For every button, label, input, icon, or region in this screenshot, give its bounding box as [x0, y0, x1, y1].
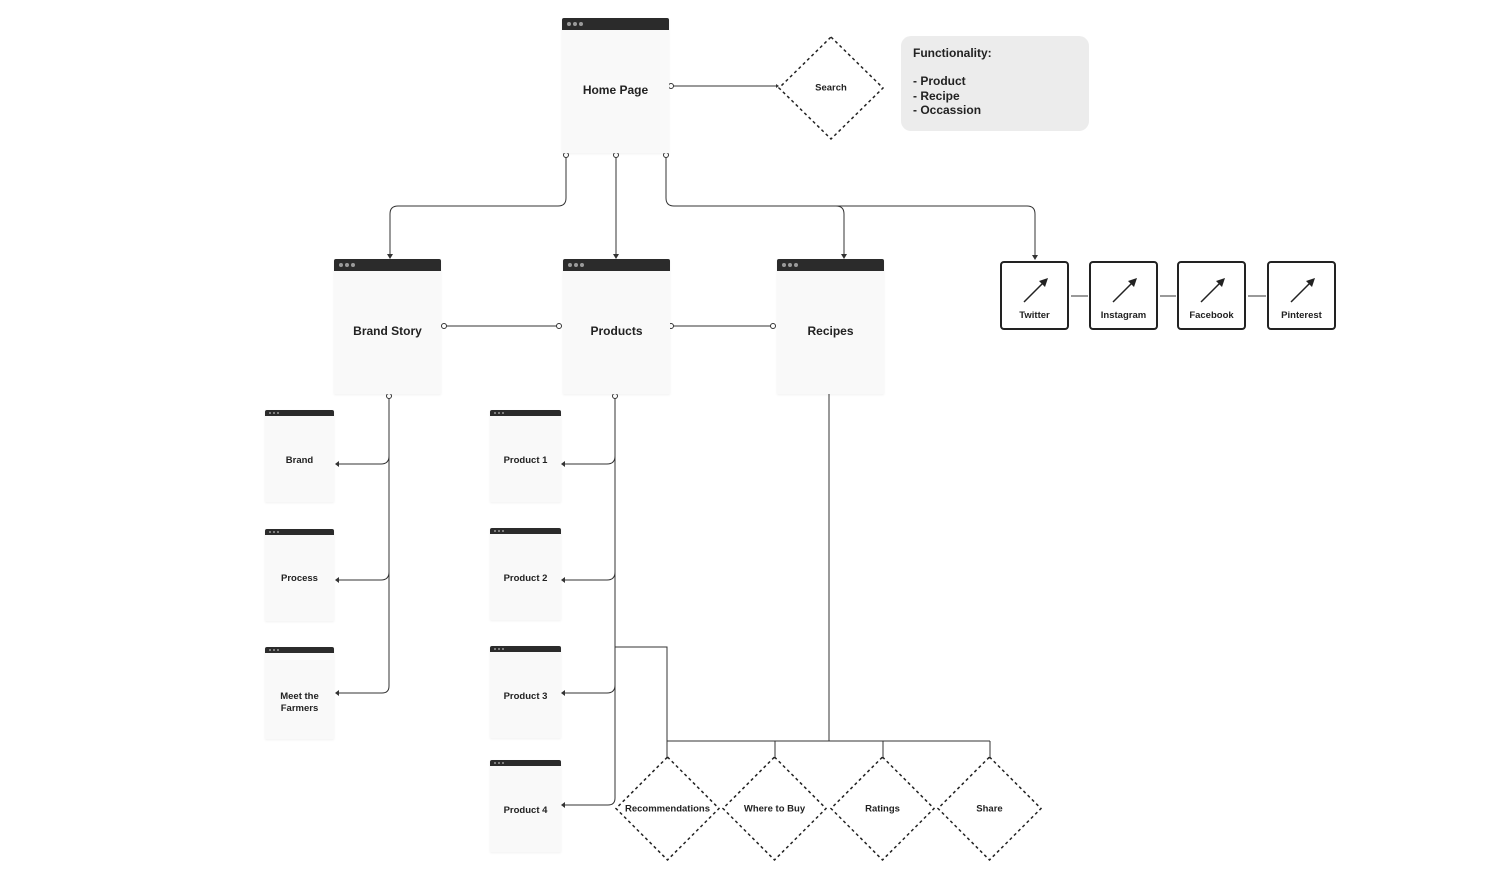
decision-recommendations: Recommendations [614, 755, 721, 862]
decision-label: Where to Buy [743, 803, 806, 814]
decision-ratings: Ratings [829, 755, 936, 862]
decision-label: Search [815, 82, 847, 94]
note-item: - Recipe [913, 88, 960, 103]
external-link-arrow-icon [1112, 278, 1137, 303]
arrowhead [561, 802, 565, 808]
connector-endpoint [613, 152, 619, 158]
page-meet-the-farmers: Meet the Farmers [265, 647, 334, 739]
note-item: - Product [913, 74, 966, 88]
connector-endpoint [556, 323, 562, 329]
window-bar [334, 259, 441, 271]
note-heading: Functionality: [913, 46, 992, 60]
connector-product-3 [564, 684, 616, 694]
page-products: Products [563, 259, 670, 394]
decision-label: Ratings [865, 803, 900, 814]
page-brand-story: Brand Story [334, 259, 441, 394]
window-bar [265, 410, 334, 416]
page-label: Home Page [582, 83, 649, 97]
page-label: Brand [285, 455, 314, 466]
arrowhead [561, 461, 565, 467]
external-link-arrow-icon [1023, 278, 1048, 303]
external-link-label: Twitter [1019, 310, 1050, 321]
arrowhead [335, 690, 339, 696]
page-label: Product 1 [503, 455, 548, 466]
page-label: Meet the Farmers [280, 691, 319, 714]
page-label: Brand Story [353, 324, 422, 338]
external-link-label: Facebook [1189, 310, 1234, 321]
connector-process [338, 571, 390, 581]
connector-home-recipes [665, 155, 845, 256]
page-brand: Brand [265, 410, 334, 502]
page-label: Product 3 [503, 691, 548, 702]
connector-endpoint [441, 323, 447, 329]
external-link-arrow-icon [1200, 278, 1225, 303]
arrowhead [561, 690, 565, 696]
window-bar [265, 647, 334, 653]
decision-label: Share [976, 803, 1003, 814]
external-link-arrow-icon [1290, 278, 1315, 303]
arrowhead [335, 461, 339, 467]
connector-products-features [615, 646, 668, 741]
external-link-twitter: Twitter [1000, 261, 1069, 330]
external-link-facebook: Facebook [1177, 261, 1246, 330]
page-product-2: Product 2 [490, 528, 561, 620]
external-link-label: Instagram [1100, 310, 1147, 321]
connector-endpoint [612, 393, 618, 399]
window-bar [777, 259, 884, 271]
arrowhead [335, 577, 339, 583]
window-bar [562, 18, 669, 30]
external-link-pinterest: Pinterest [1267, 261, 1336, 330]
diamond-shape [777, 35, 885, 141]
connector-endpoint [386, 393, 392, 399]
external-link-label: Pinterest [1281, 310, 1322, 321]
connector-home-social [836, 205, 1036, 257]
connector-endpoint [770, 323, 776, 329]
window-bar [490, 410, 561, 416]
window-bar [265, 529, 334, 535]
decision-where-to-buy: Where to Buy [721, 755, 828, 862]
page-label: Process [281, 573, 318, 584]
connector-brand [338, 455, 390, 465]
window-bar [490, 646, 561, 652]
window-bar [563, 259, 670, 271]
page-product-3: Product 3 [490, 646, 561, 738]
functionality-note: Functionality: - Product - Recipe - Occa… [901, 36, 1089, 131]
connector-products-children [564, 396, 616, 806]
connector-product-1 [564, 455, 616, 465]
window-bar [490, 528, 561, 534]
connector-product-2 [564, 571, 616, 581]
external-link-instagram: Instagram [1089, 261, 1158, 330]
window-bar [490, 760, 561, 766]
connector-endpoint [668, 83, 674, 89]
connector-endpoint [563, 152, 569, 158]
decision-label: Recommendations [625, 803, 710, 814]
page-home: Home Page [562, 18, 669, 153]
diamond-shape [829, 755, 936, 862]
page-label: Recipes [807, 324, 854, 338]
page-label: Product 4 [503, 805, 548, 816]
decision-share: Share [936, 755, 1043, 862]
page-label: Products [590, 324, 643, 338]
connector-brandstory-children [338, 396, 390, 694]
connector-home-brandstory [389, 155, 567, 256]
decision-search: Search [777, 35, 885, 141]
page-label: Product 2 [503, 573, 548, 584]
diamond-shape [614, 755, 721, 862]
arrowhead [1032, 255, 1038, 260]
page-product-1: Product 1 [490, 410, 561, 502]
page-process: Process [265, 529, 334, 621]
page-product-4: Product 4 [490, 760, 561, 852]
diamond-shape [721, 755, 828, 862]
diamond-shape [936, 755, 1043, 862]
note-item: - Occassion [913, 103, 982, 117]
arrowhead [561, 577, 565, 583]
connector-endpoint [663, 152, 669, 158]
page-recipes: Recipes [777, 259, 884, 394]
